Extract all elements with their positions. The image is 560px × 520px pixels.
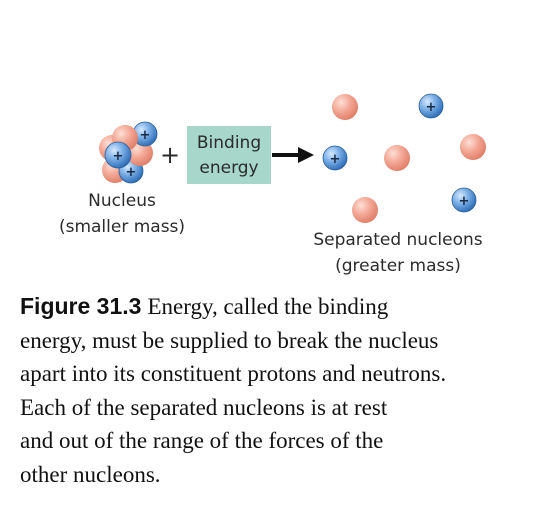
caption-line: and out of the range of the forces of th…	[20, 428, 384, 453]
caption-line: apart into its constituent protons and n…	[20, 361, 447, 386]
binding-energy-label-line2: energy	[199, 158, 258, 178]
neutron	[460, 134, 486, 160]
proton: +	[322, 145, 348, 171]
proton-sign: +	[126, 165, 137, 180]
neutron	[384, 145, 410, 171]
neutron	[332, 94, 358, 120]
proton: +	[104, 141, 132, 169]
separated-nucleons: + + +	[322, 93, 486, 223]
figure-number: Figure 31.3	[20, 293, 142, 319]
nucleus-cluster: + + +	[99, 121, 158, 184]
caption-text: Energy, called the binding	[147, 294, 389, 319]
proton-sign: +	[426, 100, 437, 115]
binding-energy-label-line1: Binding	[197, 133, 261, 153]
proton: +	[418, 93, 444, 119]
caption-line: other nucleons.	[20, 461, 161, 487]
proton-sign: +	[140, 128, 151, 143]
nucleus-mass-label: (smaller mass)	[59, 217, 185, 237]
neutron	[352, 197, 378, 223]
caption-line: energy, must be supplied to break the nu…	[20, 327, 439, 353]
separated-nucleons-label: Separated nucleons	[313, 230, 482, 250]
proton-sign: +	[459, 194, 470, 209]
binding-energy-box: Binding energy	[187, 126, 271, 184]
proton: +	[451, 187, 477, 213]
plus-operator: +	[160, 141, 180, 169]
proton-sign: +	[330, 152, 341, 167]
caption-line: Each of the separated nucleons is at res…	[20, 394, 388, 420]
nucleus-label: Nucleus	[88, 191, 156, 211]
right-arrow-icon	[272, 147, 314, 163]
binding-energy-diagram: + + + Nucleus (smaller mass) + Binding e…	[59, 93, 486, 276]
proton-sign: +	[113, 149, 124, 164]
separated-nucleons-mass-label: (greater mass)	[335, 256, 461, 276]
